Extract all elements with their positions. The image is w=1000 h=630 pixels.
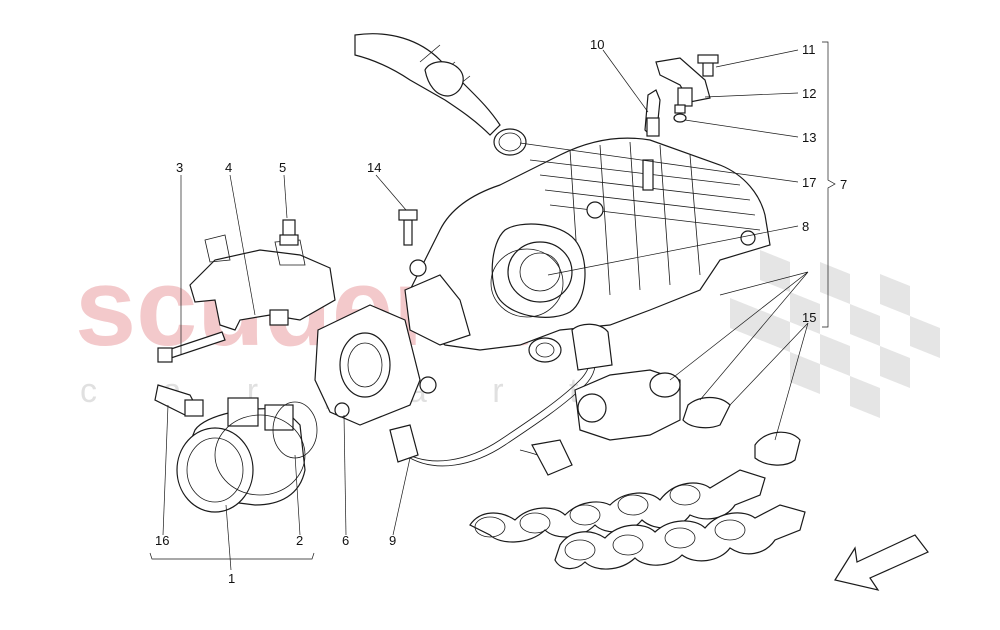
air-duct xyxy=(354,33,501,136)
gasket-lower xyxy=(554,431,806,570)
wiring-harness-9 xyxy=(389,323,613,476)
sensor-10 xyxy=(644,89,661,137)
callout-16: 16 xyxy=(155,533,169,548)
callout-10: 10 xyxy=(590,37,604,52)
bolt-3 xyxy=(157,331,226,363)
sensor-16 xyxy=(154,384,204,417)
callout-2: 2 xyxy=(296,533,303,548)
bracket-4 xyxy=(189,234,336,331)
manifold-throttle-flange xyxy=(490,223,586,318)
callout-9: 9 xyxy=(389,533,396,548)
callout-labels: 3 4 5 14 10 11 12 13 17 7 8 15 16 2 6 9 … xyxy=(155,37,847,586)
callout-15: 15 xyxy=(802,310,816,325)
callout-6: 6 xyxy=(342,533,349,548)
direction-arrow-icon xyxy=(834,534,929,591)
intake-manifold xyxy=(404,137,771,351)
sensor-12 xyxy=(655,57,711,114)
callout-5: 5 xyxy=(279,160,286,175)
callout-1: 1 xyxy=(228,571,235,586)
stud-17 xyxy=(642,159,654,191)
bolt-14 xyxy=(398,209,418,246)
callout-7: 7 xyxy=(840,177,847,192)
callout-8: 8 xyxy=(802,219,809,234)
callout-3: 3 xyxy=(176,160,183,175)
callout-11: 11 xyxy=(802,42,816,57)
screw-5 xyxy=(279,219,299,246)
screw-11 xyxy=(697,54,719,77)
seal-13 xyxy=(673,113,687,123)
checker-pattern xyxy=(730,250,940,418)
throttle-body-1 xyxy=(176,397,306,513)
callout-14: 14 xyxy=(367,160,381,175)
valve-15 xyxy=(574,369,681,441)
throttle-valve-6 xyxy=(314,304,437,426)
callout-13: 13 xyxy=(802,130,816,145)
leader-lines xyxy=(149,41,836,571)
gasket-small xyxy=(528,337,562,363)
callout-4: 4 xyxy=(225,160,232,175)
callout-12: 12 xyxy=(802,86,816,101)
callout-17: 17 xyxy=(802,175,816,190)
